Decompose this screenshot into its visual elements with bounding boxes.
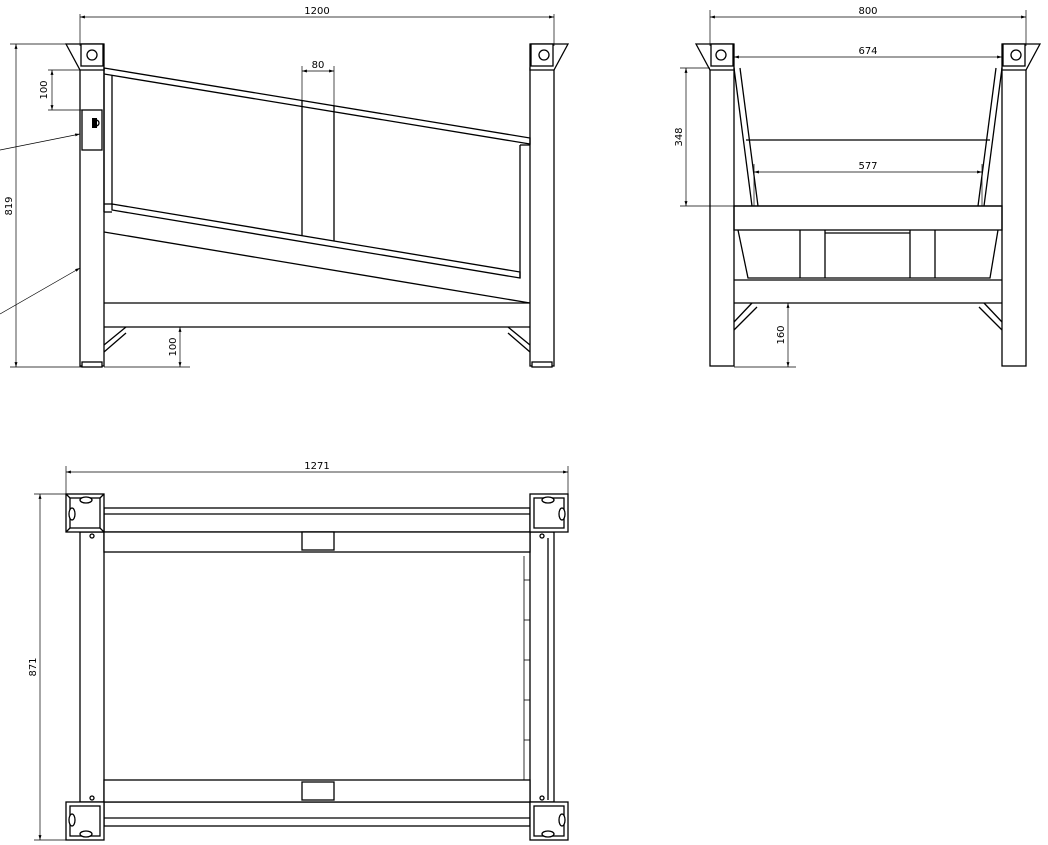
front-left-post xyxy=(709,67,735,367)
top-front-rail xyxy=(103,507,531,533)
top-sloped-rail xyxy=(103,67,531,145)
side-view: 1200 80 819 100 100 xyxy=(0,6,570,368)
dim-side-height: 819 xyxy=(4,196,15,215)
corner-lug-tl xyxy=(65,493,105,539)
dim-front-clearance: 160 xyxy=(776,325,787,344)
dim-side-length: 1200 xyxy=(304,6,329,17)
front-view: 800 674 577 348 160 xyxy=(674,6,1042,368)
lift-pocket xyxy=(81,109,103,151)
corner-lug-br xyxy=(529,795,569,841)
hopper-body xyxy=(733,67,1003,207)
dim-top-length: 1271 xyxy=(304,461,329,472)
top-left-frame xyxy=(79,531,105,803)
top-right-frame xyxy=(529,531,555,803)
dim-front-width: 800 xyxy=(858,6,877,17)
right-post xyxy=(529,67,555,367)
corner-lug-bl xyxy=(65,795,105,841)
dim-container-depth: 348 xyxy=(674,127,685,146)
dim-bottom-inner-width: 577 xyxy=(858,161,877,172)
dim-top-inner-width: 674 xyxy=(858,46,877,57)
top-rear-rail xyxy=(103,801,531,827)
top-view: 1271 871 xyxy=(28,461,569,841)
front-right-post xyxy=(1001,67,1027,367)
dim-pocket-offset: 100 xyxy=(39,80,50,99)
dim-top-width: 871 xyxy=(28,657,39,676)
dim-side-clearance: 100 xyxy=(168,337,179,356)
dim-separator-width: 80 xyxy=(312,60,325,71)
corner-lug-tr xyxy=(529,493,569,539)
